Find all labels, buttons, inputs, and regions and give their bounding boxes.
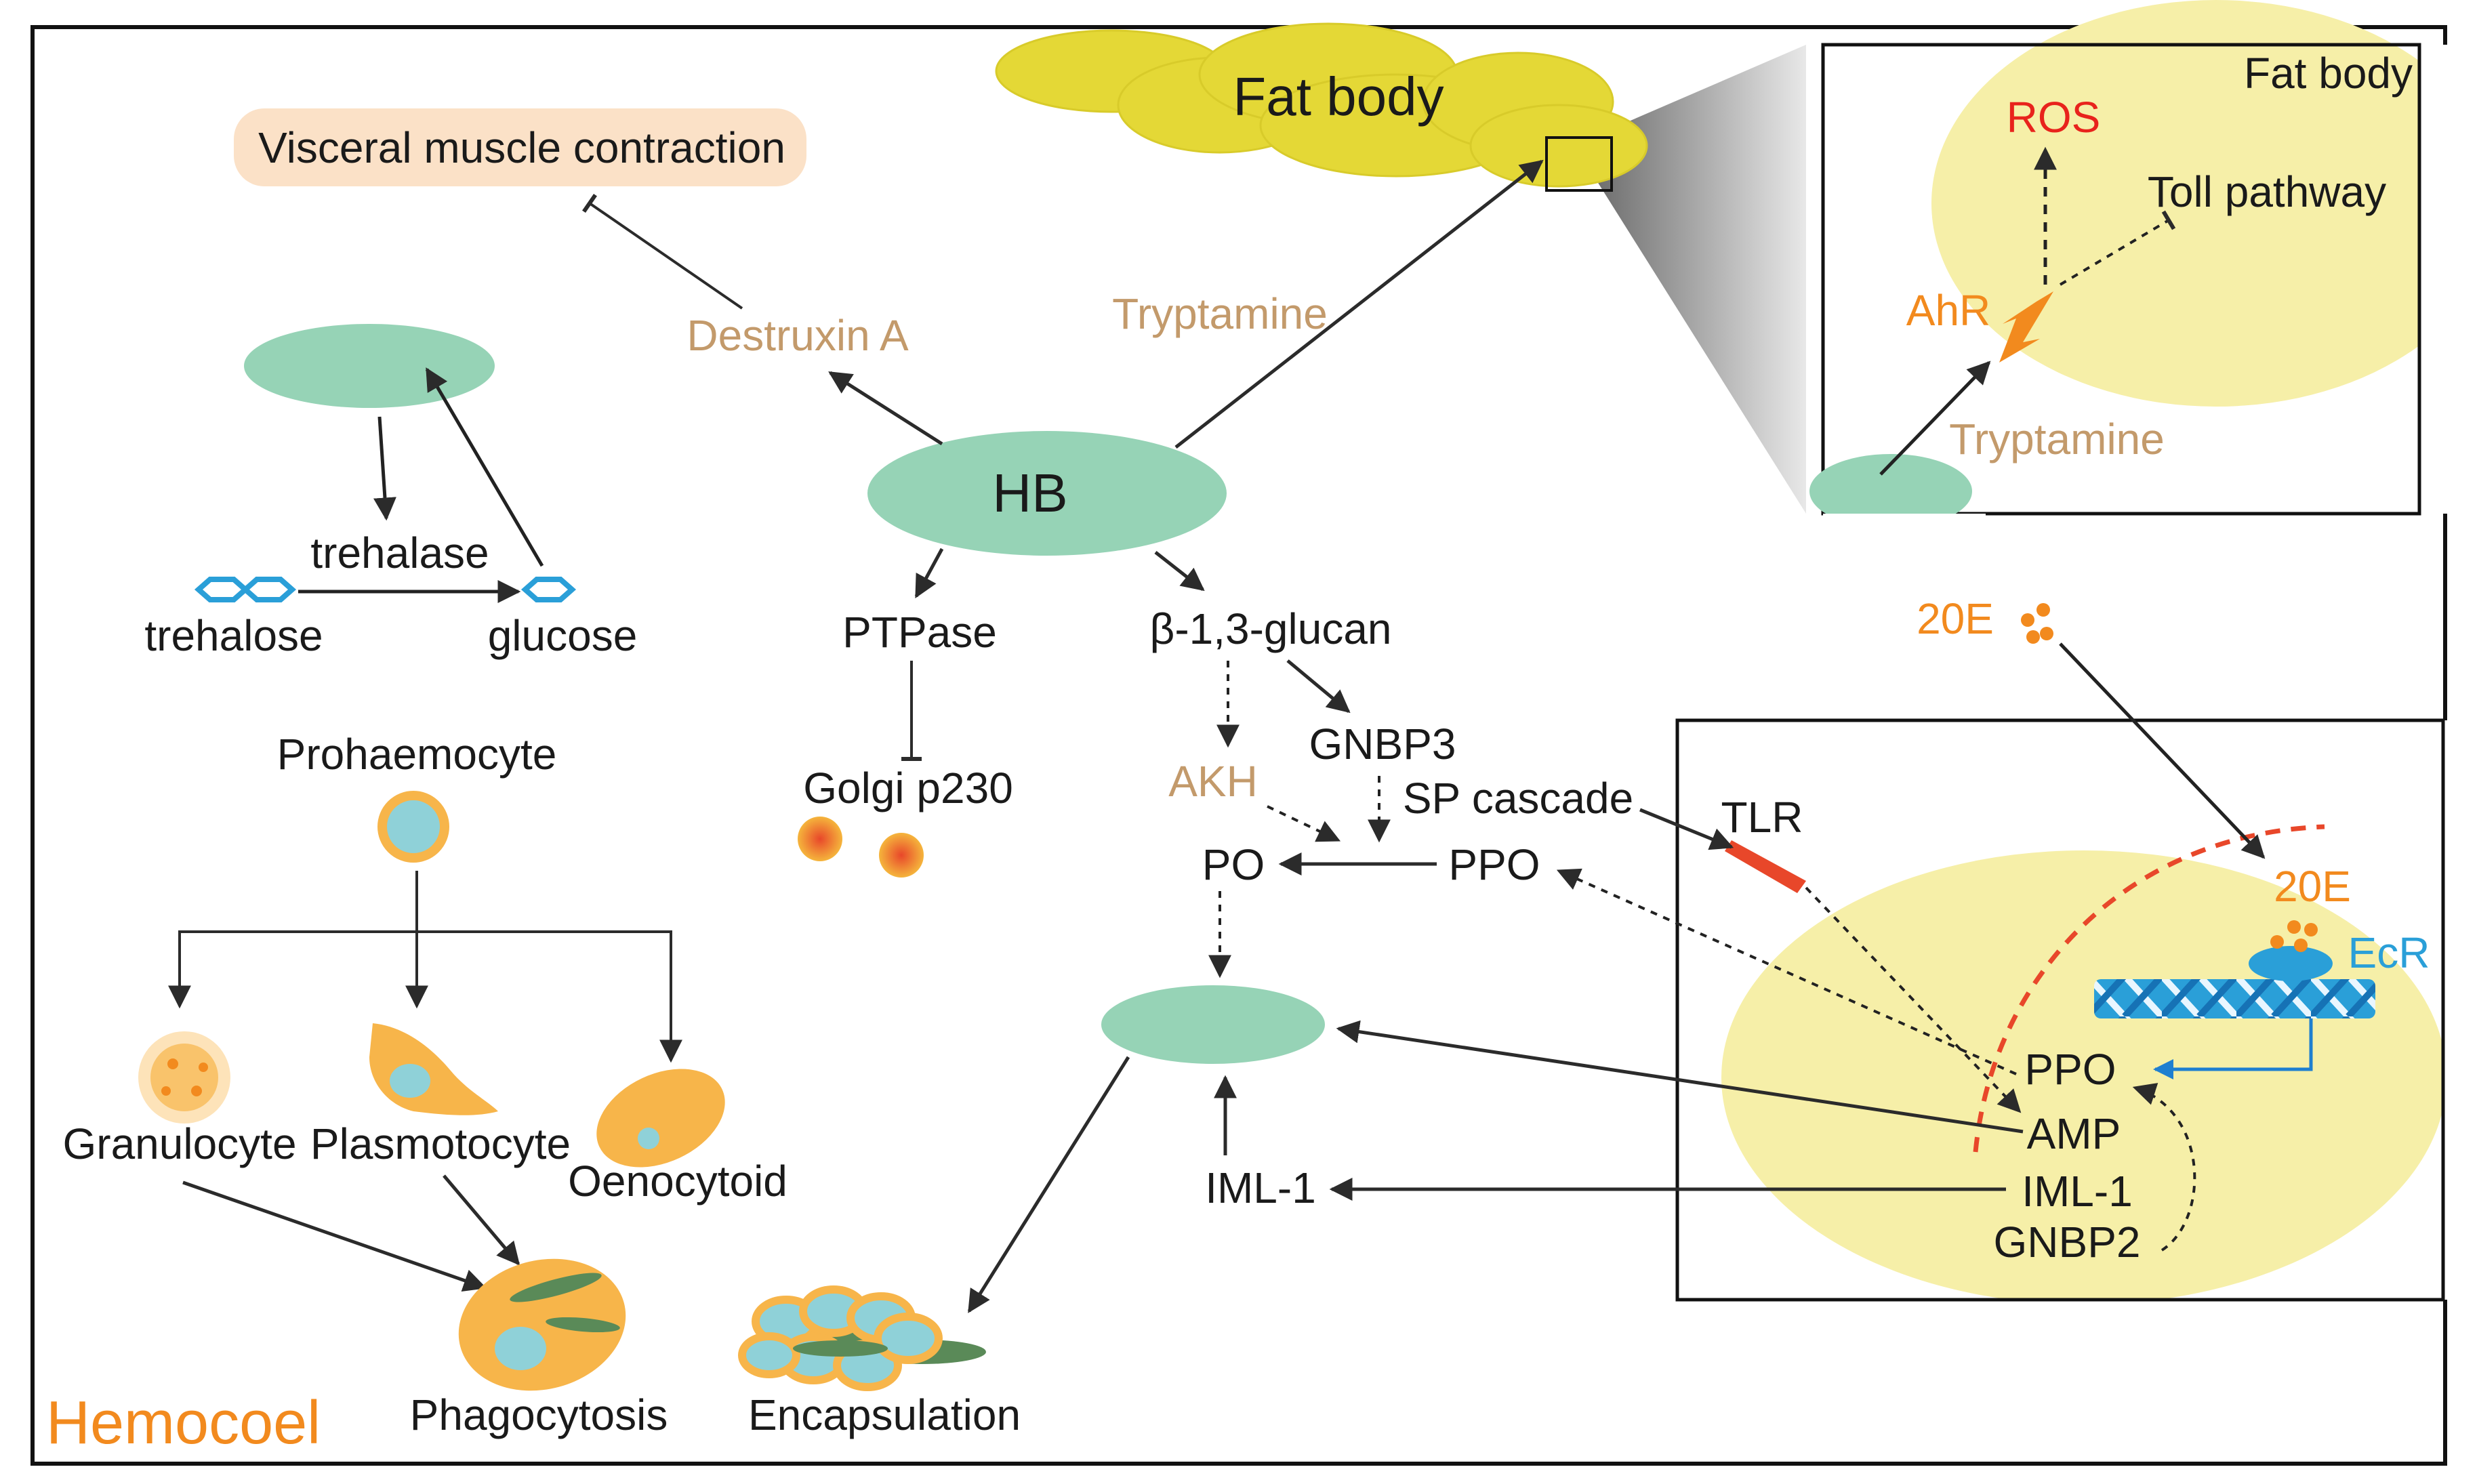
trehalose-label: trehalose xyxy=(144,611,323,660)
iml1-label: IML-1 xyxy=(1205,1163,1316,1212)
granulocyte-to-phago-arrow xyxy=(182,1180,487,1292)
golgi-vesicle-right xyxy=(879,833,924,878)
tlr-label: TLR xyxy=(1721,793,1803,842)
glucose-icon xyxy=(520,577,577,602)
visceral-muscle-box xyxy=(234,108,806,186)
inset-to-ppo-dashed xyxy=(1556,868,2017,1075)
inset-fat-body-region xyxy=(1931,0,2477,407)
golgi-label: Golgi p230 xyxy=(803,764,1013,812)
zoom-cone xyxy=(1596,45,1806,514)
glucose-label: glucose xyxy=(488,611,638,660)
golgi-vesicle-left xyxy=(798,817,842,861)
inset-20e-ecr: 20E EcR PPO AMP IML-1 GNBP2 xyxy=(1675,718,2477,1354)
inset-tryptamine-ahr: Fat body ROS Toll pathway AhR Tryptamine xyxy=(1596,0,2477,554)
plasmatocyte-to-phago-arrow xyxy=(443,1174,520,1266)
trehalase-label: trehalase xyxy=(310,529,489,577)
tryptamine-arrow xyxy=(1174,159,1544,449)
ppo-label: PPO xyxy=(1448,840,1540,889)
zoom-box xyxy=(1545,136,1613,192)
plasmatocyte-cell xyxy=(369,1023,498,1115)
glucan-to-gnbp3-arrow xyxy=(1286,659,1351,714)
destruxin-inhibit-line xyxy=(582,193,743,310)
granulocyte-cell xyxy=(138,1031,230,1124)
inset-tryptamine-arrow xyxy=(1879,360,1991,476)
tlr-receptor-icon xyxy=(1725,840,1806,893)
ptpase-label: PTPase xyxy=(842,608,997,657)
prohaemocyte-cell xyxy=(377,791,449,863)
fat-body-cluster xyxy=(995,22,1648,188)
20e-entry-arrow xyxy=(2059,642,2266,859)
phagocytosis-label: Phagocytosis xyxy=(410,1390,668,1439)
hb-to-glucan-arrow xyxy=(1154,551,1205,592)
plasmatocyte-label: Plasmotocyte xyxy=(310,1119,571,1168)
20e-dot-inside xyxy=(2287,920,2301,934)
ahr-receptor-icon xyxy=(1999,291,2053,363)
hb-to-destruxin-arrow xyxy=(828,371,943,446)
trehalose-icon xyxy=(194,577,297,602)
ecr-label: EcR xyxy=(2348,928,2430,977)
20e-dot-outside xyxy=(2021,613,2034,627)
granulocyte-label: Granulocyte xyxy=(62,1119,296,1168)
tryptamine-label: Tryptamine xyxy=(1112,289,1328,338)
akh-label: AKH xyxy=(1168,757,1258,806)
trehalose-hemocyte xyxy=(244,324,495,408)
hemocyte-to-encapsulation-arrow xyxy=(967,1056,1130,1313)
prohaemocyte-label: Prohaemocyte xyxy=(277,730,557,779)
dna-helix xyxy=(2094,979,2375,1018)
phagocytosis-cell xyxy=(458,1258,626,1391)
sp-cascade-label: SP cascade xyxy=(1403,774,1633,823)
inset-iml1-label: IML-1 xyxy=(2022,1167,2133,1216)
branch-line xyxy=(168,930,682,1063)
amp-label: AMP xyxy=(2027,1109,2121,1158)
gnbp3-label: GNBP3 xyxy=(1309,720,1456,768)
ahr-label: AhR xyxy=(1906,286,1991,335)
lower-hemocyte xyxy=(1101,985,1325,1064)
20e-outside-label: 20E xyxy=(1917,594,1994,643)
20e-inside-label: 20E xyxy=(2274,862,2351,911)
ecr-receptor xyxy=(2249,946,2333,981)
glucan-label: β-1,3-glucan xyxy=(1150,604,1392,653)
oenocytoid-label: Oenocytoid xyxy=(568,1157,787,1205)
oenocytoid-cell xyxy=(596,1069,725,1168)
hemocyte-down-arrow xyxy=(373,416,396,521)
encapsulation-label: Encapsulation xyxy=(748,1390,1021,1439)
ros-label: ROS xyxy=(2007,93,2101,142)
fat-body-label: Fat body xyxy=(1233,66,1444,127)
encapsulation-cluster xyxy=(738,1285,986,1391)
visceral-muscle-label: Visceral muscle contraction xyxy=(258,123,785,172)
destruxin-label: Destruxin A xyxy=(687,311,909,360)
inset-ppo-label: PPO xyxy=(2024,1045,2116,1094)
po-label: PO xyxy=(1202,840,1265,889)
inset-hemocyte xyxy=(1809,454,1972,529)
hb-hemocyte xyxy=(867,431,1227,556)
gnbp2-label: GNBP2 xyxy=(1994,1218,2141,1266)
inset-tryptamine-label: Tryptamine xyxy=(1949,415,2165,463)
akh-to-po-dashed xyxy=(1267,805,1341,842)
toll-pathway-label: Toll pathway xyxy=(2148,167,2386,216)
amp-to-hemocyte-arrow xyxy=(1336,1020,2024,1134)
ecr-to-ppo-arrow xyxy=(2153,1018,2313,1079)
hb-label: HB xyxy=(992,463,1067,523)
inset-fat-body-label: Fat body xyxy=(2244,49,2413,98)
glucose-up-arrow xyxy=(425,367,544,567)
tlr-to-amp-dashed xyxy=(1805,886,2022,1113)
hemocoel-label: Hemocoel xyxy=(46,1389,321,1457)
sp-cascade-to-tlr-arrow xyxy=(1639,808,1734,850)
hb-to-ptpase-arrow xyxy=(914,548,944,598)
